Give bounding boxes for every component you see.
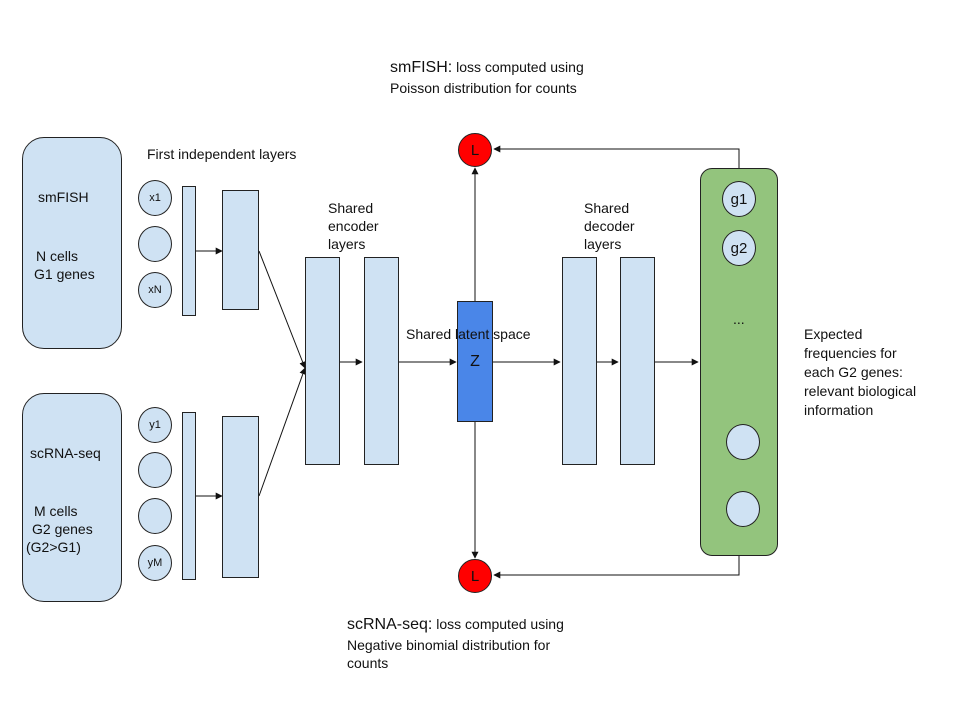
decoder-label-line1: Shared	[584, 200, 630, 216]
encoder-layer-1	[305, 257, 340, 465]
output-description-line1: Expected	[804, 326, 863, 342]
scrna-note: (G2>G1)	[26, 539, 81, 555]
encoder-label-line2: encoder	[328, 218, 379, 234]
bottom-caption-line3: counts	[347, 655, 389, 671]
smfish-node: x1	[138, 180, 172, 216]
smfish-first-layer	[222, 190, 259, 310]
scrna-node	[138, 452, 172, 488]
top-caption: smFISH: loss computed using	[390, 58, 584, 77]
output-node: g2	[722, 230, 756, 266]
scrna-loss-node: L	[458, 559, 492, 593]
output-node	[726, 424, 760, 460]
loss-symbol: L	[470, 141, 480, 159]
smfish-source-box	[22, 137, 122, 349]
scrna-first-layer	[222, 416, 259, 578]
top-caption-title: smFISH:	[390, 59, 453, 76]
scrna-genes: G2 genes	[32, 521, 93, 537]
latent-symbol: Z	[470, 352, 480, 370]
smfish-loss-node: L	[458, 133, 492, 167]
decoder-label-line3: layers	[584, 236, 622, 252]
smfish-node	[138, 226, 172, 262]
latent-space-z: Z	[457, 301, 493, 422]
output-description-line4: relevant biological	[804, 383, 917, 399]
scrna-name: scRNA-seq	[30, 445, 101, 461]
decoder-label-line2: decoder	[584, 218, 635, 234]
smfish-node: xN	[138, 272, 172, 308]
encoder-layer-2	[364, 257, 399, 465]
output-node: g1	[722, 181, 756, 217]
latent-space-label: Shared latent space	[406, 326, 531, 342]
scrna-node	[138, 498, 172, 534]
output-description-line5: information	[804, 402, 874, 418]
scrna-node: y1	[138, 407, 172, 443]
scrna-cells: M cells	[34, 503, 78, 519]
decoder-layer-1	[562, 257, 597, 465]
bottom-caption: scRNA-seq: loss computed using	[347, 615, 564, 634]
output-description-line3: each G2 genes:	[804, 364, 903, 380]
first-layers-label: First independent layers	[147, 146, 297, 162]
encoder-label-line3: layers	[328, 236, 366, 252]
smfish-input-layer	[182, 186, 196, 316]
encoder-label-line1: Shared	[328, 200, 374, 216]
output-description-line2: frequencies for	[804, 345, 897, 361]
top-caption-line2: Poisson distribution for counts	[390, 80, 577, 96]
smfish-genes: G1 genes	[34, 266, 95, 282]
scrna-node: yM	[138, 545, 172, 581]
output-ellipsis: ...	[733, 311, 745, 327]
bottom-caption-line1: loss computed using	[436, 616, 564, 632]
scrna-input-layer	[182, 412, 196, 580]
bottom-caption-line2: Negative binomial distribution for	[347, 637, 551, 653]
top-caption-line1: loss computed using	[456, 59, 584, 75]
decoder-layer-2	[620, 257, 655, 465]
smfish-name: smFISH	[38, 189, 89, 205]
smfish-cells: N cells	[36, 248, 79, 264]
scrna-source-box	[22, 393, 122, 602]
output-node	[726, 491, 760, 527]
bottom-caption-title: scRNA-seq:	[347, 616, 433, 633]
loss-symbol: L	[470, 567, 480, 585]
